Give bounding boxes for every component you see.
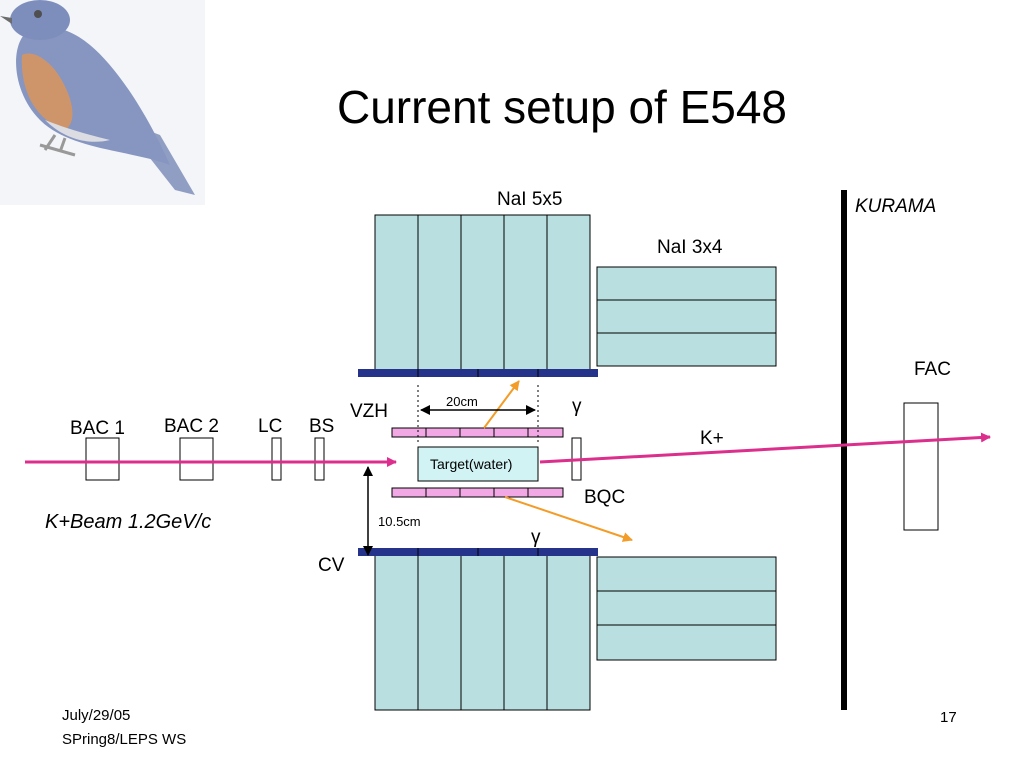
bluebird-logo <box>0 0 205 205</box>
footer-date: July/29/05 <box>62 707 131 724</box>
bqc-lower <box>391 487 564 498</box>
label-bs: BS <box>309 416 334 437</box>
label-vzh: VZH <box>350 401 388 422</box>
label-bqc: BQC <box>584 487 625 508</box>
lc-counter <box>271 437 282 481</box>
cv-bar-upper <box>358 369 598 377</box>
label-k-plus: K+ <box>700 428 724 449</box>
target-box <box>417 446 539 482</box>
nai-3x4-lower <box>596 556 777 661</box>
fac-counter <box>903 402 939 531</box>
label-cv: CV <box>318 555 345 576</box>
gamma-ray-up <box>483 380 520 429</box>
label-fac: FAC <box>914 359 951 380</box>
bs-counter <box>314 437 325 481</box>
cv-bar-lower <box>358 548 598 556</box>
label-nai-5x5: NaI 5x5 <box>497 189 562 210</box>
label-10-5cm: 10.5cm <box>378 514 421 529</box>
label-bac1: BAC 1 <box>70 418 125 439</box>
kurama-magnet <box>841 190 847 710</box>
nai-5x5-lower <box>374 552 591 711</box>
nai-3x4-upper <box>596 266 777 367</box>
slide-title: Current setup of E548 <box>336 81 788 133</box>
footer-venue: SPring8/LEPS WS <box>62 731 187 748</box>
label-gamma-top: γ <box>572 396 582 417</box>
label-gamma-bottom: γ <box>531 527 541 548</box>
label-lc: LC <box>258 416 282 437</box>
label-kurama: KURAMA <box>855 196 936 217</box>
nai-5x5-upper <box>374 214 591 371</box>
label-bac2: BAC 2 <box>164 416 219 437</box>
page-number: 17 <box>940 709 957 726</box>
vzh-upper <box>391 427 564 438</box>
bac1-counter <box>85 437 120 481</box>
label-nai-3x4: NaI 3x4 <box>657 237 723 258</box>
bac2-counter <box>179 437 214 481</box>
gamma-ray-down <box>504 496 633 542</box>
label-beam: K+Beam 1.2GeV/c <box>45 511 211 533</box>
label-20cm: 20cm <box>446 394 478 409</box>
label-target: Target(water) <box>430 456 512 472</box>
k-plus-track <box>539 432 991 464</box>
